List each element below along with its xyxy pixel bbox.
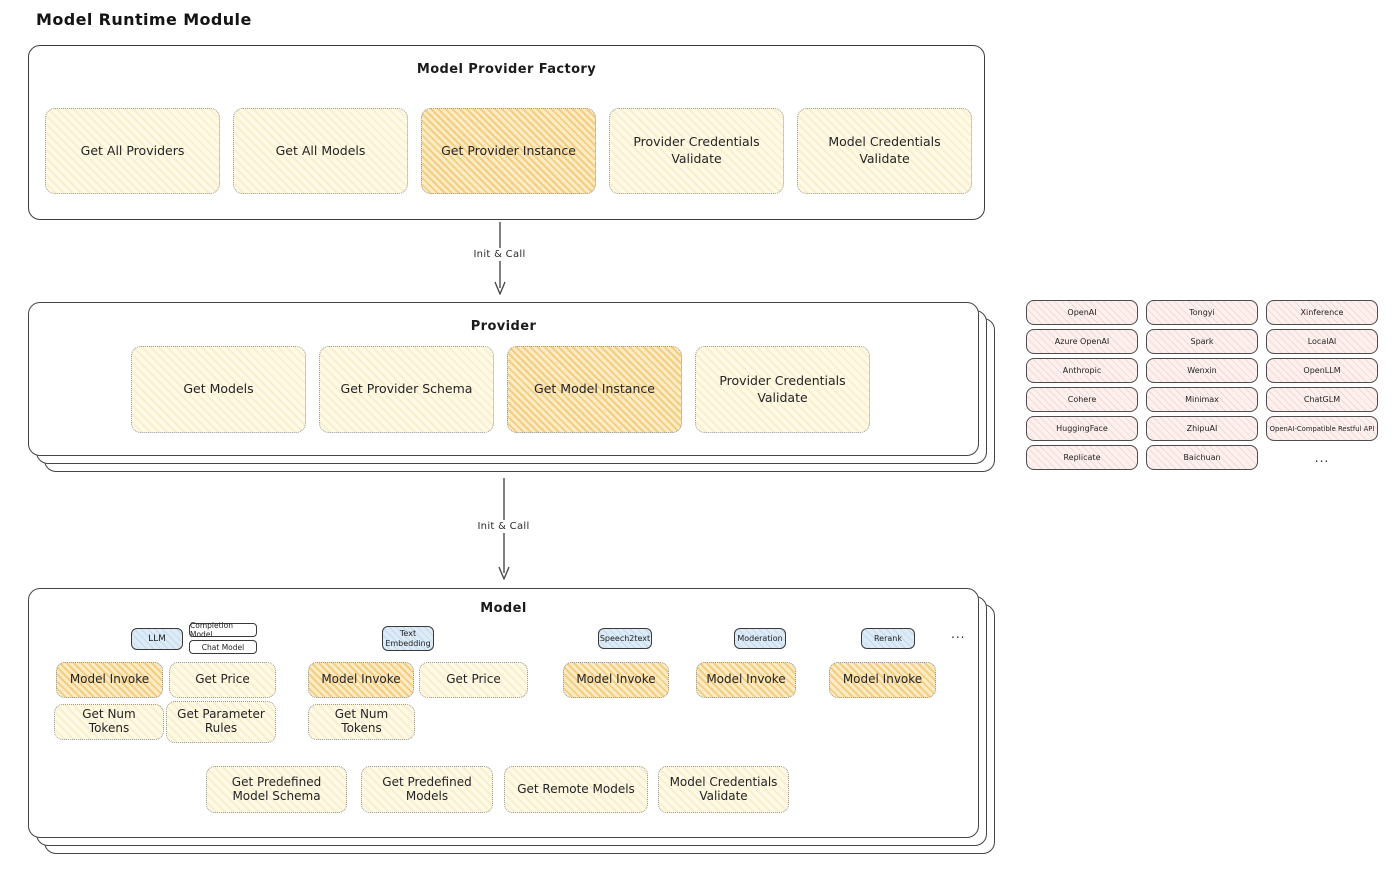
provider-chip: ChatGLM	[1266, 387, 1378, 412]
model-title: Model	[480, 601, 527, 616]
model-box-front: Model LLM Completion Model Chat Model Te…	[28, 588, 979, 838]
tabs-ellipsis: ...	[951, 627, 966, 641]
factory-title: Model Provider Factory	[416, 62, 597, 77]
provider-chip: Spark	[1146, 329, 1258, 354]
provider-chip: Anthropic	[1026, 358, 1138, 383]
node-speech2text-model-invoke: Model Invoke	[563, 662, 669, 698]
node-model-credentials-validate-2: Model Credentials Validate	[658, 766, 789, 813]
provider-chip: Tongyi	[1146, 300, 1258, 325]
node-get-predefined-models: Get Predefined Models	[361, 766, 493, 813]
tab-rerank: Rerank	[861, 628, 915, 649]
node-llm-model-invoke: Model Invoke	[56, 662, 163, 698]
provider-list: OpenAI Tongyi Xinference Azure OpenAI Sp…	[1026, 300, 1378, 470]
node-moderation-model-invoke: Model Invoke	[696, 662, 796, 698]
provider-chip: ZhipuAI	[1146, 416, 1258, 441]
provider-list-ellipsis: ...	[1314, 450, 1330, 465]
factory-box: Model Provider Factory Get All Providers…	[28, 45, 985, 220]
tab-chat-model: Chat Model	[189, 640, 257, 654]
node-get-provider-instance: Get Provider Instance	[421, 108, 596, 194]
node-embedding-get-price: Get Price	[419, 662, 528, 698]
node-get-remote-models: Get Remote Models	[504, 766, 648, 813]
provider-chip: HuggingFace	[1026, 416, 1138, 441]
node-rerank-model-invoke: Model Invoke	[829, 662, 936, 698]
node-model-credentials-validate: Model Credentials Validate	[797, 108, 972, 194]
node-get-predefined-model-schema: Get Predefined Model Schema	[206, 766, 347, 813]
provider-chip: Minimax	[1146, 387, 1258, 412]
arrow-label-init-call: Init & Call	[456, 520, 551, 533]
provider-box-front: Provider Get Models Get Provider Schema …	[28, 302, 979, 456]
arrow-provider-to-model: Init & Call	[456, 478, 551, 582]
node-get-model-instance: Get Model Instance	[507, 346, 682, 433]
provider-box: Provider Get Models Get Provider Schema …	[28, 302, 995, 472]
arrow-label-init-call: Init & Call	[452, 248, 547, 261]
provider-chip: LocalAI	[1266, 329, 1378, 354]
provider-button-row: Get Models Get Provider Schema Get Model…	[131, 346, 870, 433]
provider-chip: Replicate	[1026, 445, 1138, 470]
node-embedding-get-num-tokens: Get Num Tokens	[308, 704, 415, 740]
node-embedding-model-invoke: Model Invoke	[308, 662, 414, 698]
provider-title: Provider	[470, 319, 537, 334]
node-llm-get-parameter-rules: Get Parameter Rules	[166, 701, 276, 743]
node-get-models: Get Models	[131, 346, 306, 433]
node-llm-get-price: Get Price	[169, 662, 276, 698]
provider-chip: OpenLLM	[1266, 358, 1378, 383]
provider-chip: Cohere	[1026, 387, 1138, 412]
node-llm-get-num-tokens: Get Num Tokens	[54, 704, 164, 740]
provider-chip: OpenAI	[1026, 300, 1138, 325]
node-get-all-providers: Get All Providers	[45, 108, 220, 194]
tab-text-embedding: Text Embedding	[382, 626, 434, 651]
node-get-all-models: Get All Models	[233, 108, 408, 194]
arrow-factory-to-provider: Init & Call	[452, 222, 547, 297]
tab-llm: LLM	[131, 628, 183, 650]
node-provider-credentials-validate-2: Provider Credentials Validate	[695, 346, 870, 433]
node-get-provider-schema: Get Provider Schema	[319, 346, 494, 433]
provider-chip: Xinference	[1266, 300, 1378, 325]
tab-speech2text: Speech2text	[598, 628, 652, 649]
diagram-title: Model Runtime Module	[36, 10, 252, 29]
tab-completion-model: Completion Model	[189, 621, 257, 639]
provider-chip: Wenxin	[1146, 358, 1258, 383]
provider-chip: OpenAI-Compatible Restful API	[1266, 416, 1378, 441]
tab-moderation: Moderation	[734, 628, 786, 649]
node-provider-credentials-validate: Provider Credentials Validate	[609, 108, 784, 194]
provider-chip: Azure OpenAI	[1026, 329, 1138, 354]
provider-chip: Baichuan	[1146, 445, 1258, 470]
model-box: Model LLM Completion Model Chat Model Te…	[28, 588, 995, 854]
factory-button-row: Get All Providers Get All Models Get Pro…	[45, 108, 972, 194]
